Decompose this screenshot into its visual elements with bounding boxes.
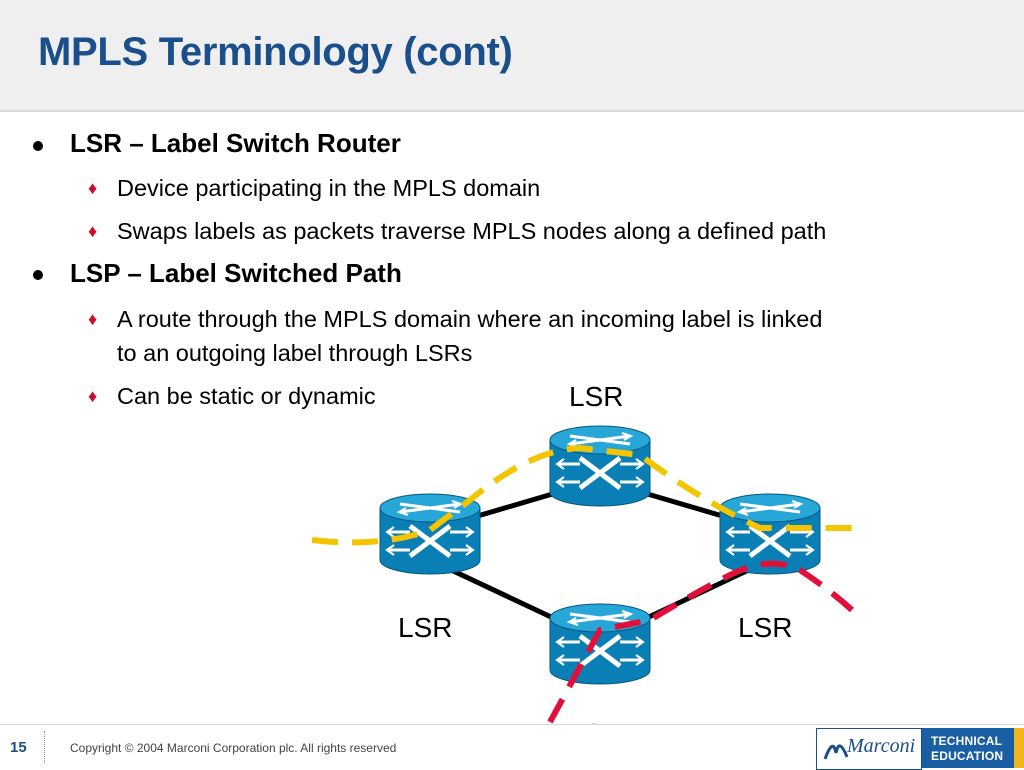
- sub-bullet: Can be static or dynamic: [117, 383, 376, 409]
- sub-bullet: Swaps labels as packets traverse MPLS no…: [117, 218, 827, 244]
- diamond-bullet-icon: ♦: [88, 309, 98, 329]
- bullet-dot: [33, 270, 43, 280]
- sub-bullet: A route through the MPLS domain where an…: [117, 306, 823, 332]
- marconi-logo: Marconi: [816, 728, 922, 770]
- footer-divider: [44, 731, 45, 763]
- technical-education-badge: TECHNICAL EDUCATION: [922, 728, 1014, 768]
- router-icon: [550, 604, 650, 684]
- router-label-right: LSR: [738, 612, 793, 643]
- gold-accent-strip: [1014, 728, 1024, 768]
- diamond-bullet-icon: ♦: [88, 386, 98, 406]
- badge-line: EDUCATION: [931, 749, 1004, 763]
- badge-line: TECHNICAL: [931, 734, 1003, 748]
- page-number: 15: [10, 739, 27, 756]
- bullet-dot: [33, 141, 43, 151]
- logo-text: Marconi: [847, 735, 916, 757]
- sub-bullet: Device participating in the MPLS domain: [117, 175, 541, 201]
- bullet-heading-lsp: LSP – Label Switched Path: [70, 258, 402, 288]
- bullet-heading-lsr: LSR – Label Switch Router: [70, 128, 401, 158]
- router-label-top: LSR: [569, 381, 624, 412]
- copyright-text: Copyright © 2004 Marconi Corporation plc…: [70, 741, 397, 755]
- router-label-left: LSR: [398, 612, 453, 643]
- marconi-m-icon: [823, 744, 849, 760]
- router-icon: [550, 426, 650, 506]
- lsp-path-red: [547, 560, 855, 724]
- diamond-bullet-icon: ♦: [88, 221, 98, 241]
- lsp-path-yellow: [311, 444, 860, 546]
- slide-title: MPLS Terminology (cont): [38, 30, 513, 74]
- sub-bullet-continuation: to an outgoing label through LSRs: [117, 340, 473, 366]
- diamond-bullet-icon: ♦: [88, 178, 98, 198]
- slide-header: MPLS Terminology (cont): [0, 0, 1024, 112]
